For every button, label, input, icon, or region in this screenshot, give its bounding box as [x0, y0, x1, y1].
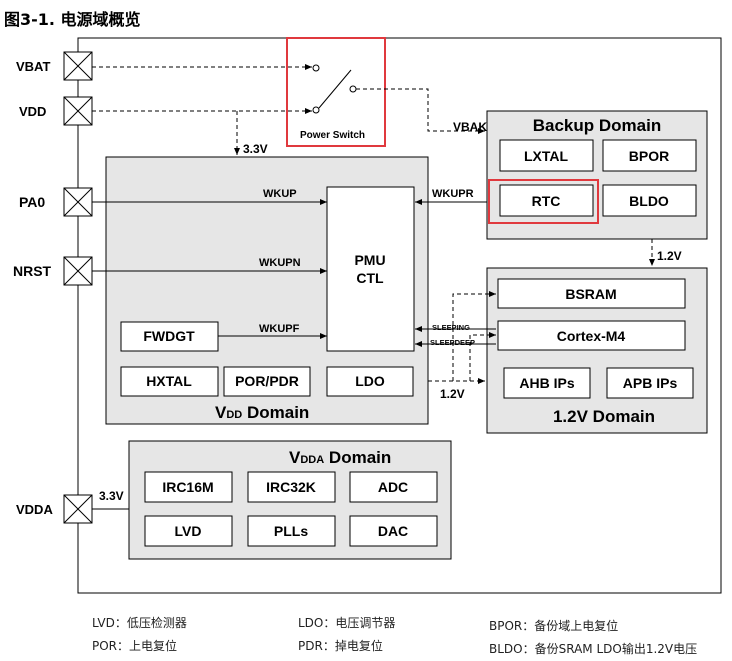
fwdgt-block: FWDGT — [143, 328, 195, 344]
wkup-label: WKUP — [263, 188, 297, 200]
irc32k-block: IRC32K — [266, 479, 316, 495]
adc-block: ADC — [378, 479, 408, 495]
pin-vbat: VBAT — [16, 59, 50, 74]
figure-title: 图3-1. 电源域概览 — [4, 10, 141, 29]
v12-bldo-label: 1.2V — [657, 249, 682, 263]
ldo-block: LDO — [355, 373, 385, 389]
wkupr-label: WKUPR — [432, 188, 474, 200]
cortex-m4-block: Cortex-M4 — [557, 328, 626, 344]
rtc-highlight — [488, 179, 599, 224]
pmu-label: PMU — [354, 252, 385, 268]
v12-ldo-label: 1.2V — [440, 387, 465, 401]
pin-pa0: PA0 — [19, 194, 45, 210]
por-pdr-block: POR/PDR — [235, 373, 299, 389]
pmu-ctl-block — [326, 186, 415, 352]
legend-lvd: LVD：低压检测器 — [92, 616, 187, 630]
plls-block: PLLs — [274, 523, 308, 539]
pin-nrst: NRST — [13, 263, 52, 279]
bpor-block: BPOR — [629, 148, 669, 164]
legend-pdr: PDR：掉电复位 — [298, 639, 383, 653]
pin-vdda: VDDA — [16, 502, 53, 517]
backup-domain-title: Backup Domain — [533, 116, 661, 135]
dac-block: DAC — [378, 523, 408, 539]
vdda-domain-title: VDDA Domain — [289, 448, 391, 467]
wkupf-label: WKUPF — [259, 323, 300, 335]
apb-ips-block: APB IPs — [623, 375, 678, 391]
rtc-block: RTC — [532, 193, 561, 209]
legend-bldo: BLDO：备份SRAM LDO输出1.2V电压 — [489, 642, 698, 656]
lxtal-block: LXTAL — [524, 148, 569, 164]
legend-ldo: LDO：电压调节器 — [298, 616, 396, 630]
bsram-block: BSRAM — [565, 286, 616, 302]
irc16m-block: IRC16M — [162, 479, 213, 495]
pin-vdd: VDD — [19, 104, 46, 119]
ctl-label: CTL — [356, 270, 384, 286]
vdd-domain-title: VDD Domain — [215, 403, 309, 422]
power-switch-box — [286, 37, 386, 147]
legend-por: POR：上电复位 — [92, 639, 178, 653]
core-domain-title: 1.2V Domain — [553, 407, 655, 426]
sleepdeep-label: SLEEPDEEP — [430, 338, 475, 347]
sleeping-label: SLEEPING — [432, 323, 470, 332]
vbak-label: VBAK — [453, 120, 487, 134]
wkupn-label: WKUPN — [259, 257, 301, 269]
hxtal-block: HXTAL — [146, 373, 192, 389]
v33-top-label: 3.3V — [243, 142, 268, 156]
ahb-ips-block: AHB IPs — [519, 375, 574, 391]
lvd-block: LVD — [175, 523, 202, 539]
bldo-block: BLDO — [629, 193, 669, 209]
power-switch-label: Power Switch — [300, 130, 365, 141]
v33-vdda-label: 3.3V — [99, 489, 124, 503]
legend-bpor: BPOR：备份域上电复位 — [489, 619, 619, 633]
